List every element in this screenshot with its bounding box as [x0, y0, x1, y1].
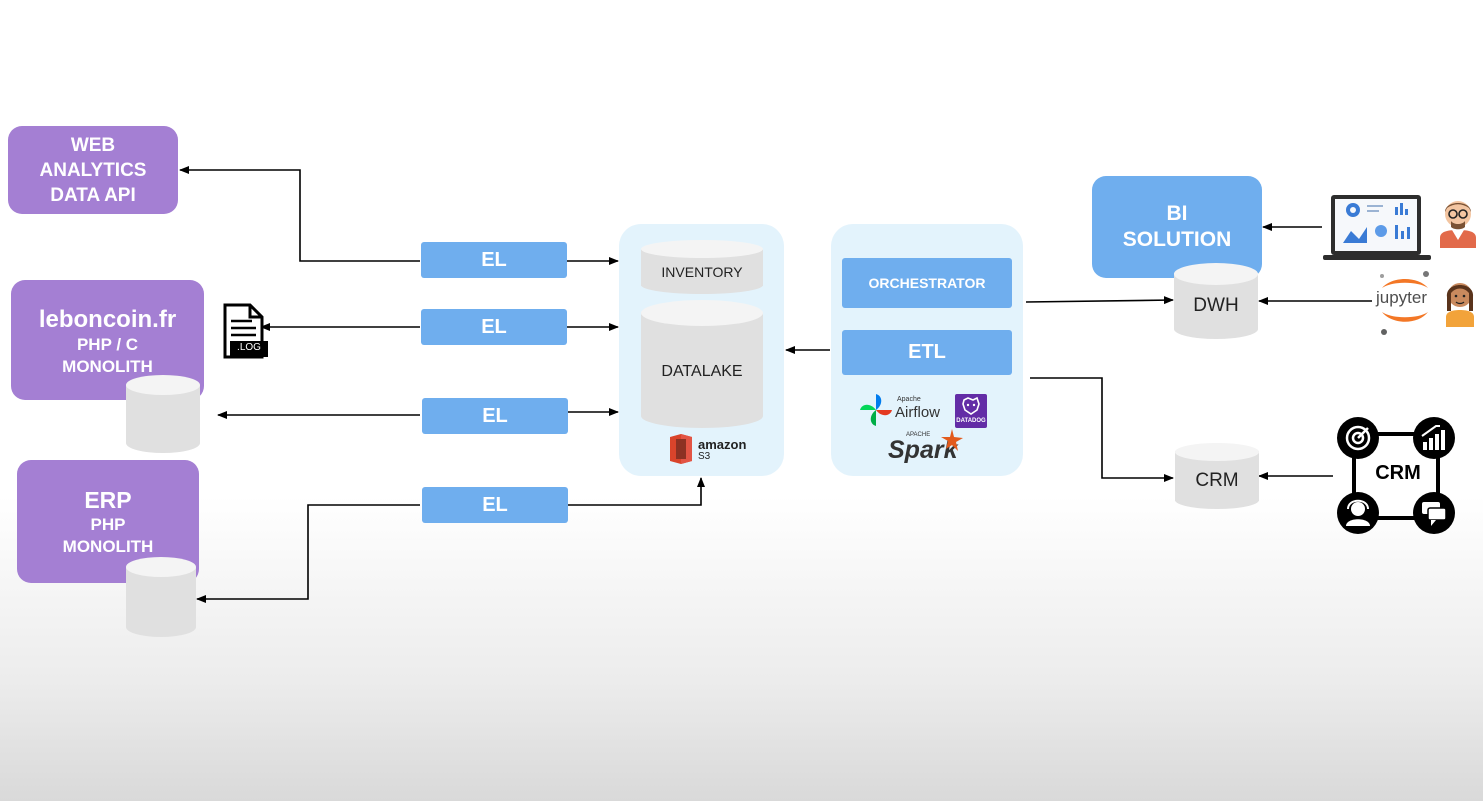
datalake-label: DATALAKE	[661, 363, 743, 380]
web-analytics-line-2: ANALYTICS	[39, 159, 147, 181]
s3-bucket-icon	[670, 434, 692, 464]
support-agent-icon	[1346, 499, 1370, 526]
leboncoin-title: leboncoin.fr	[38, 306, 177, 333]
web-analytics-box: WEB ANALYTICS DATA API	[8, 126, 178, 214]
spark-text: Spark	[888, 436, 958, 464]
spark-star-icon	[941, 429, 963, 451]
web-analytics-line-1: WEB	[70, 134, 116, 156]
airflow-logo: Apache Airflow	[859, 393, 951, 429]
arrow-el1-to-web-analytics	[179, 166, 420, 262]
airflow-prefix: Apache	[897, 396, 921, 403]
dashboard-laptop-icon	[1323, 193, 1431, 263]
leboncoin-line-1: PHP / C	[76, 335, 139, 354]
amazon-s3-text: S3	[698, 451, 711, 462]
el-box-log: EL	[421, 309, 567, 345]
inventory-cylinder: INVENTORY	[641, 240, 763, 296]
crm-badge: CRM	[1336, 416, 1460, 536]
inventory-label: INVENTORY	[661, 264, 743, 280]
analyst-avatar-icon	[1436, 194, 1480, 248]
erp-line-2: MONOLITH	[62, 537, 154, 556]
leboncoin-line-2: MONOLITH	[62, 357, 153, 376]
erp-line-1: PHP	[90, 515, 126, 534]
bi-solution-box: BI SOLUTION	[1092, 176, 1262, 278]
airflow-text: Airflow	[895, 404, 941, 421]
orchestrator-box: ORCHESTRATOR	[842, 258, 1012, 308]
erp-title: ERP	[84, 487, 132, 513]
dwh-cylinder: DWH	[1174, 263, 1258, 341]
datalake-cylinder: DATALAKE	[641, 300, 763, 430]
target-icon	[1345, 425, 1371, 451]
arrow-el4-to-datalake	[567, 477, 705, 506]
dwh-label: DWH	[1193, 295, 1239, 316]
jupyter-text: jupyter	[1376, 288, 1428, 307]
growth-chart-icon	[1421, 425, 1445, 450]
datadog-logo: DATADOG	[955, 394, 987, 428]
jupyter-logo: jupyter	[1374, 268, 1438, 338]
etl-box: ETL	[842, 330, 1012, 375]
spark-prefix: APACHE	[906, 432, 931, 438]
arrow-orchestrator-to-dwh	[1025, 296, 1174, 305]
chat-bubbles-icon	[1422, 502, 1447, 526]
leboncoin-db-cylinder	[126, 375, 200, 453]
spark-logo: APACHE Spark	[888, 428, 968, 468]
amazon-s3-logo: amazon S3	[667, 434, 747, 464]
crm-db-label: CRM	[1195, 470, 1239, 491]
arrow-el4-to-erp-db	[196, 504, 420, 603]
bi-line-1: BI	[1166, 202, 1188, 225]
amazon-brand: amazon	[698, 437, 747, 452]
el-box-db: EL	[422, 398, 568, 434]
web-analytics-line-3: DATA API	[50, 184, 136, 206]
crm-db-cylinder: CRM	[1175, 443, 1259, 511]
jupyter-arcs-icon	[1380, 271, 1429, 335]
el-box-web: EL	[421, 242, 567, 278]
log-file-label: .LOG	[237, 342, 261, 353]
bi-line-2: SOLUTION	[1122, 228, 1232, 251]
arrow-etl-to-crm	[1030, 377, 1174, 482]
datadog-dog-icon	[962, 396, 980, 415]
erp-db-cylinder	[126, 557, 196, 637]
airflow-pinwheel-icon	[860, 394, 892, 426]
data-scientist-avatar-icon	[1440, 275, 1480, 327]
datadog-text: DATADOG	[956, 418, 986, 424]
el-box-erp: EL	[422, 487, 568, 523]
log-file-icon: .LOG	[222, 303, 270, 359]
crm-badge-label: CRM	[1375, 462, 1421, 484]
